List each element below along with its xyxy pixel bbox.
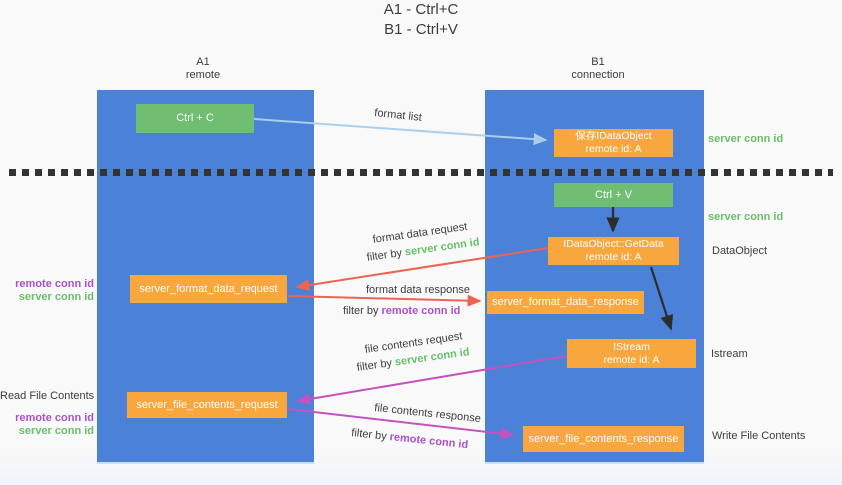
node-istream-line2: remote id: A xyxy=(603,353,660,366)
filter-by-prefix: filter by xyxy=(356,356,396,374)
lifeline-a1-subtitle: remote xyxy=(185,69,221,81)
node-ctrl-c-label: Ctrl + C xyxy=(176,112,214,124)
node-format-request-label: server_format_data_request xyxy=(139,282,278,295)
node-ctrl-c: Ctrl + C xyxy=(136,104,254,133)
filter-by-prefix: filter by xyxy=(366,246,406,264)
label-server-conn-id-left-1: server conn id xyxy=(18,291,94,303)
node-getdata-line2: remote id: A xyxy=(585,251,642,263)
node-format-response-label: server_format_data_response xyxy=(492,296,639,308)
label-remote-conn-id-left-2: remote conn id xyxy=(15,412,94,424)
label-istream: Istream xyxy=(711,348,748,360)
label-server-conn-id-left-2: server conn id xyxy=(18,425,94,437)
node-idataobject-getdata: IDataObject::GetData remote id: A xyxy=(548,237,679,265)
label-read-file-contents: Read File Contents xyxy=(0,390,95,402)
lifeline-b1-subtitle: connection xyxy=(571,69,625,81)
label-write-file-contents: Write File Contents xyxy=(712,430,806,442)
node-server-format-data-request: server_format_data_request xyxy=(130,275,287,303)
label-filter-by-remote-conn-1: filter by remote conn id xyxy=(343,305,460,317)
arrow-format-data-response xyxy=(287,294,482,307)
label-filter-by-remote-conn-2: filter by remote conn id xyxy=(351,427,469,451)
node-istream-line1: IStream xyxy=(613,340,650,353)
node-ctrl-v-label: Ctrl + V xyxy=(595,188,632,201)
remote-conn-id-text: remote conn id xyxy=(381,305,461,317)
title-line-1: A1 - Ctrl+C xyxy=(383,1,459,18)
label-format-list: format list xyxy=(373,107,423,124)
label-dataobject: DataObject xyxy=(712,245,768,257)
lifeline-header-b1: B1 connection xyxy=(553,56,643,82)
node-file-response-label: server_file_contents_response xyxy=(528,432,679,445)
left-conn-id-group-1: remote conn id server conn id xyxy=(0,278,94,304)
filter-by-prefix: filter by xyxy=(350,427,391,443)
remote-conn-id-text: remote conn id xyxy=(389,431,469,452)
node-server-format-data-response: server_format_data_response xyxy=(487,291,644,314)
node-istream: IStream remote id: A xyxy=(567,339,696,368)
label-format-data-response: format data response xyxy=(366,284,470,296)
node-getdata-line1: IDataObject::GetData xyxy=(563,238,664,250)
node-server-file-contents-request: server_file_contents_request xyxy=(127,392,287,418)
label-file-contents-response: file contents response xyxy=(373,402,482,426)
clipboard-boundary-divider xyxy=(9,169,833,176)
node-file-request-label: server_file_contents_request xyxy=(136,398,278,411)
label-remote-conn-id-left-1: remote conn id xyxy=(15,278,94,290)
left-conn-id-group-2: Read File Contents remote conn id server… xyxy=(0,390,94,438)
node-ctrl-v: Ctrl + V xyxy=(554,183,673,207)
label-server-conn-id-mid-right: server conn id xyxy=(708,211,784,223)
page-title: A1 - Ctrl+C B1 - Ctrl+V xyxy=(0,0,842,40)
label-server-conn-id-top-right: server conn id xyxy=(708,133,784,145)
lifeline-header-a1: A1 remote xyxy=(158,56,248,82)
node-save-idataobject: 保存IDataObject remote id: A xyxy=(554,129,673,157)
node-server-file-contents-response: server_file_contents_response xyxy=(523,426,684,452)
filter-by-prefix: filter by xyxy=(343,305,382,317)
lifeline-a1-name: A1 xyxy=(196,56,210,68)
lifeline-b1-name: B1 xyxy=(591,56,605,68)
title-line-2: B1 - Ctrl+V xyxy=(384,21,458,38)
node-save-idataobject-line2: remote id: A xyxy=(585,143,642,155)
node-save-idataobject-line1: 保存IDataObject xyxy=(575,130,652,142)
